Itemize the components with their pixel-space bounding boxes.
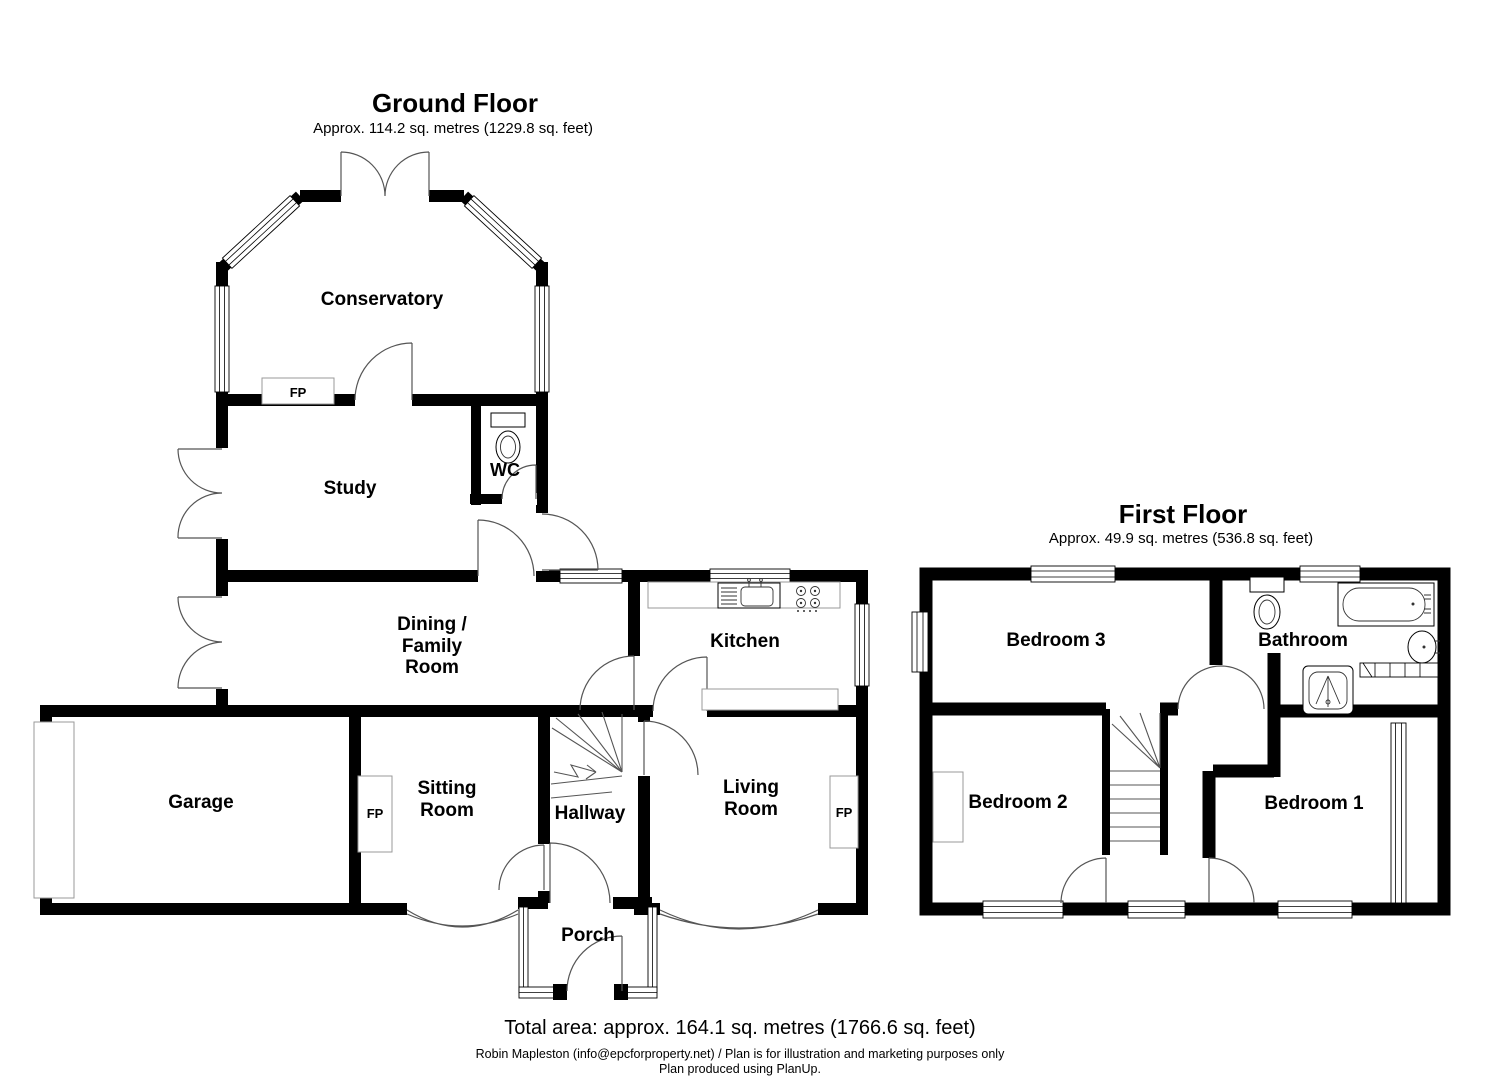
fireplace-label: FP [836,805,853,820]
toilet-icon [490,412,526,464]
window [854,603,870,687]
room-label-wc: WC [490,460,520,480]
porch-door-post [553,984,567,1000]
room-label-dining: Family [402,636,463,657]
fireplace-label: FP [290,385,307,400]
bathtub-icon [1337,582,1435,627]
room-label-living-room: Room [724,799,778,820]
window [709,568,791,584]
door-opening [502,493,537,505]
window [221,195,301,269]
window [1299,565,1361,583]
first-floor-area: Approx. 49.9 sq. metres (536.8 sq. feet) [1049,530,1313,547]
hob-icon [796,586,820,612]
door-opening [478,569,536,583]
wc-walls [470,406,502,505]
door-opening [355,393,412,407]
room-label-conservatory: Conservatory [321,289,444,310]
first-floor-plan: First Floor Approx. 49.9 sq. metres (536… [911,499,1451,919]
window [559,568,623,584]
airing-cupboard [1359,662,1439,678]
window [534,285,550,393]
window [1030,565,1116,583]
ground-floor-plan: FP FP FP Ground Floor Approx. 114.2 sq. … [33,88,870,1000]
room-label-bedroom-2: Bedroom 2 [968,792,1067,813]
fireplace: FP [829,775,859,849]
shower-icon [1302,665,1354,715]
window [1390,722,1407,904]
room-label-study: Study [324,478,377,499]
toilet-icon [1249,576,1285,630]
door-arcs [1060,665,1265,904]
chimney-breast [932,771,964,843]
ground-floor-title: Ground Floor [372,88,538,118]
fireplace-label: FP [367,806,384,821]
fireplace: FP [261,377,335,405]
basin-icon [1407,630,1440,664]
room-label-bedroom-3: Bedroom 3 [1006,630,1105,651]
window [911,611,929,673]
stairs [550,711,623,799]
first-floor-walls [919,567,1451,916]
garage-door [33,721,75,899]
room-label-bathroom: Bathroom [1258,630,1348,651]
window [463,195,543,269]
window [1277,900,1353,919]
room-label-bedroom-1: Bedroom 1 [1264,793,1364,814]
porch-glazing [518,906,658,1000]
produced-with-text: Plan produced using PlanUp. [659,1062,821,1076]
door-arcs [177,151,708,992]
window [982,900,1064,919]
room-label-kitchen: Kitchen [710,631,780,652]
disclaimer-text: Robin Mapleston (info@epcforproperty.net… [476,1047,1005,1061]
window [214,285,230,393]
room-label-dining: Dining / [397,614,467,635]
kitchen-worktop [701,688,839,711]
porch-door-post [614,984,628,1000]
room-label-hallway: Hallway [555,803,626,824]
footer: Total area: approx. 164.1 sq. metres (17… [476,1017,1005,1076]
ground-floor-area: Approx. 114.2 sq. metres (1229.8 sq. fee… [313,120,593,137]
room-label-sitting-room: Room [420,800,474,821]
room-label-garage: Garage [168,792,233,813]
stairs [1110,712,1161,842]
door-opening [653,704,707,718]
room-label-living-room: Living [723,777,779,798]
window [1127,900,1186,919]
total-area-label: Total area: approx. 164.1 sq. metres (17… [504,1017,975,1039]
first-floor-title: First Floor [1119,499,1248,529]
stair-walls [1102,709,1168,855]
room-label-porch: Porch [561,925,615,946]
room-label-dining: Room [405,657,459,678]
door-opening [535,513,549,571]
fireplace: FP [357,775,393,853]
bay-window [406,909,819,930]
room-label-sitting-room: Sitting [417,778,476,799]
sink-icon [717,578,781,609]
